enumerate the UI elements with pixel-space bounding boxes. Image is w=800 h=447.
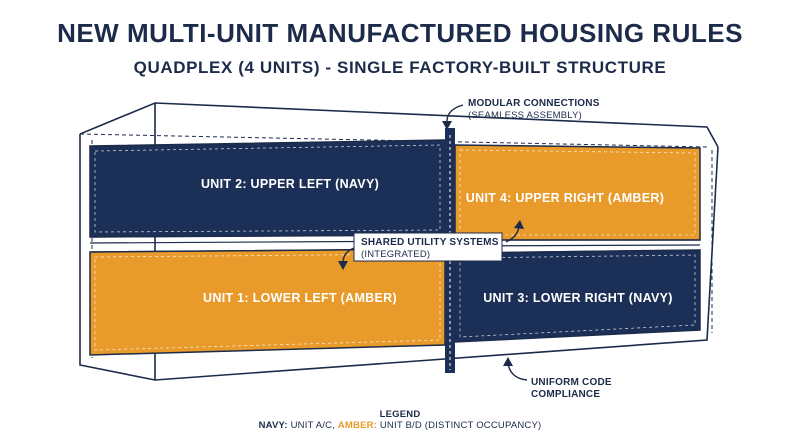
- modular-sub: (SEAMLESS ASSEMBLY): [468, 110, 582, 121]
- unit-3-label: UNIT 3: LOWER RIGHT (NAVY): [483, 291, 673, 305]
- modular-arrow-head: [442, 121, 452, 130]
- utility-arrow-down-head: [338, 261, 348, 270]
- page-title: NEW MULTI-UNIT MANUFACTURED HOUSING RULE…: [57, 18, 743, 48]
- unit-2-label: UNIT 2: UPPER LEFT (NAVY): [201, 177, 379, 191]
- utility-sub: (INTEGRATED): [361, 249, 430, 260]
- legend-amber-text: UNIT B/D (DISTINCT OCCUPANCY): [377, 420, 542, 431]
- legend-navy-key: NAVY:: [258, 420, 288, 431]
- unit-inner-borders: [94, 144, 696, 351]
- code-line-2: COMPLIANCE: [531, 389, 600, 400]
- utility-title: SHARED UTILITY SYSTEMS: [361, 237, 499, 248]
- page-subtitle: QUADPLEX (4 UNITS) - SINGLE FACTORY-BUIL…: [133, 58, 667, 77]
- legend-navy-text: UNIT A/C,: [287, 420, 338, 431]
- callout-modular: MODULAR CONNECTIONS (SEAMLESS ASSEMBLY): [442, 98, 600, 130]
- callout-utility: SHARED UTILITY SYSTEMS (INTEGRATED): [338, 220, 524, 270]
- modular-title: MODULAR CONNECTIONS: [468, 98, 600, 109]
- utility-arrow-up-head: [514, 220, 524, 229]
- unit-4-label: UNIT 4: UPPER RIGHT (AMBER): [466, 191, 664, 205]
- code-arrow-head: [503, 357, 513, 366]
- unit-1-label: UNIT 1: LOWER LEFT (AMBER): [203, 291, 397, 305]
- legend-amber-key: AMBER:: [337, 420, 378, 431]
- legend-title: LEGEND: [379, 409, 421, 420]
- code-line-1: UNIFORM CODE: [531, 377, 612, 388]
- callout-code: UNIFORM CODE COMPLIANCE: [503, 357, 612, 400]
- legend: LEGEND NAVY: UNIT A/C, AMBER: UNIT B/D (…: [0, 409, 800, 431]
- utility-box: [353, 232, 503, 262]
